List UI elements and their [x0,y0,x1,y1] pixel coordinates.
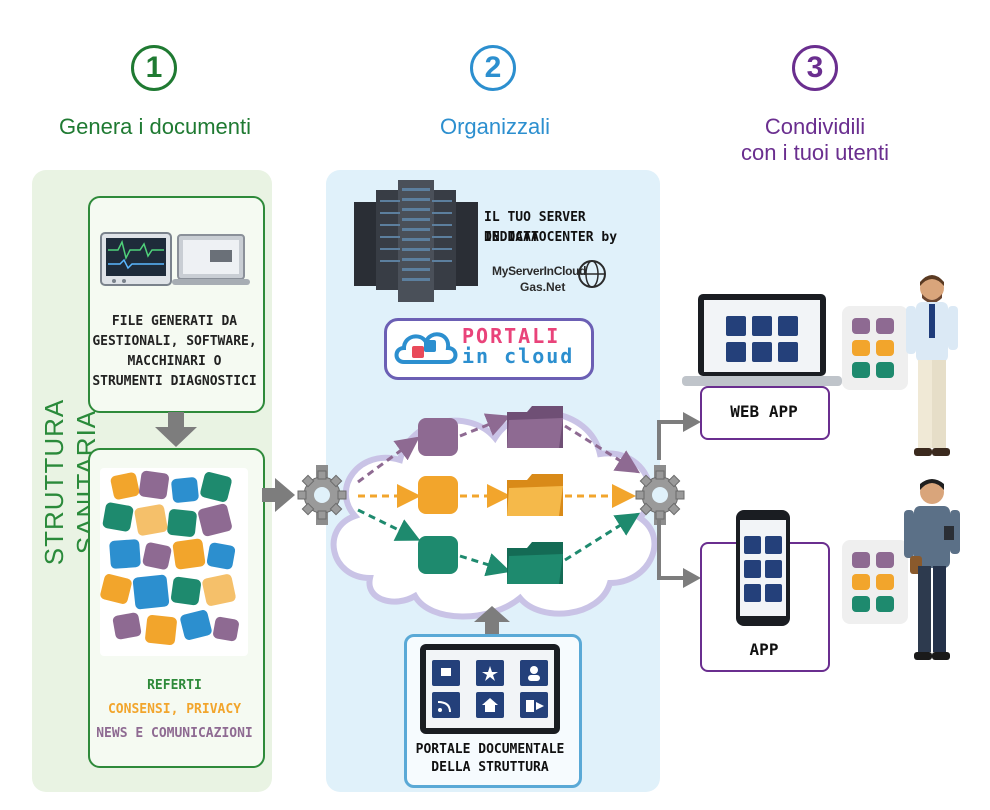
portal-text-line2: DELLA STRUTTURA [431,760,549,775]
tablet-icon [420,644,560,739]
bubble-tile-purple-3 [852,552,870,568]
step-1-title: Genera i documenti [59,114,251,139]
brand-subname: Gas.Net [520,280,566,294]
portal-text-line1: PORTALE DOCUMENTALE [415,742,565,757]
gear-icon-left [292,465,352,525]
step-1-number: 1 [131,45,177,91]
medical-monitor-icon [100,232,172,291]
right-arrow-icon [262,478,296,517]
bubble-tile-teal-4 [876,596,894,612]
files-text-line3: MACCHINARI O [127,354,222,369]
files-text-line2: GESTIONALI, SOFTWARE, [92,334,257,349]
files-text-line1: FILE GENERATI DA [111,314,238,329]
doc-type-consensi: CONSENSI, PRIVACY [107,702,242,717]
cloud-logo-icon [392,324,458,373]
bubble-tile-orange-3 [852,574,870,590]
bubble-tile-orange-2 [876,340,894,356]
vertical-label: STRUTTURA SANITARIA [39,398,101,566]
web-app-label: WEB APP [730,402,798,421]
logo-text-portali: PORTALI [462,324,561,348]
connector-arrows [655,400,703,595]
step-3-title-line2: con i tuoi utenti [741,140,889,165]
laptop-device-icon [682,292,842,397]
gear-icon-right [630,465,690,525]
bubble-tile-teal-1 [852,362,870,378]
logo-text-incloud: in cloud [462,344,575,368]
bubble-tile-teal-3 [852,596,870,612]
server-rack-icon [352,180,480,307]
globe-icon [576,258,608,295]
smartphone-icon [736,510,790,631]
category-tile-teal [418,536,458,574]
step-2-title: Organizzali [439,114,551,139]
app-label: APP [749,640,779,659]
person-casual-icon [896,476,968,671]
documents-collage [99,468,248,656]
bubble-tile-purple-2 [876,318,894,334]
server-text-line2: IN DATA CENTER by [484,230,618,245]
folder-icon-teal [505,540,565,591]
category-tile-purple [418,418,458,456]
laptop-icon [172,234,250,293]
step-3-number: 3 [792,45,838,91]
server-text-line1: IL TUO SERVER DEDICATO [484,210,586,245]
bubble-tile-teal-2 [876,362,894,378]
bubble-tile-orange-1 [852,340,870,356]
step-2-number: 2 [470,45,516,91]
up-arrow-icon [472,606,512,643]
folder-icon-orange [505,472,565,523]
doc-type-referti: REFERTI [147,678,202,693]
step-3-title-line1: Condividili [764,114,866,139]
web-app-box [700,386,830,440]
bubble-tile-purple-4 [876,552,894,568]
files-text-line4: STRUMENTI DIAGNOSTICI [92,374,257,389]
brand-name: MyServerInCloud [492,264,587,278]
person-doctor-icon [896,272,968,467]
bubble-tile-orange-4 [876,574,894,590]
bubble-tile-purple-1 [852,318,870,334]
doc-type-news: NEWS E COMUNICAZIONI [96,726,253,741]
category-tile-orange [418,476,458,514]
down-arrow-icon [153,412,199,453]
folder-icon-purple [505,404,565,455]
